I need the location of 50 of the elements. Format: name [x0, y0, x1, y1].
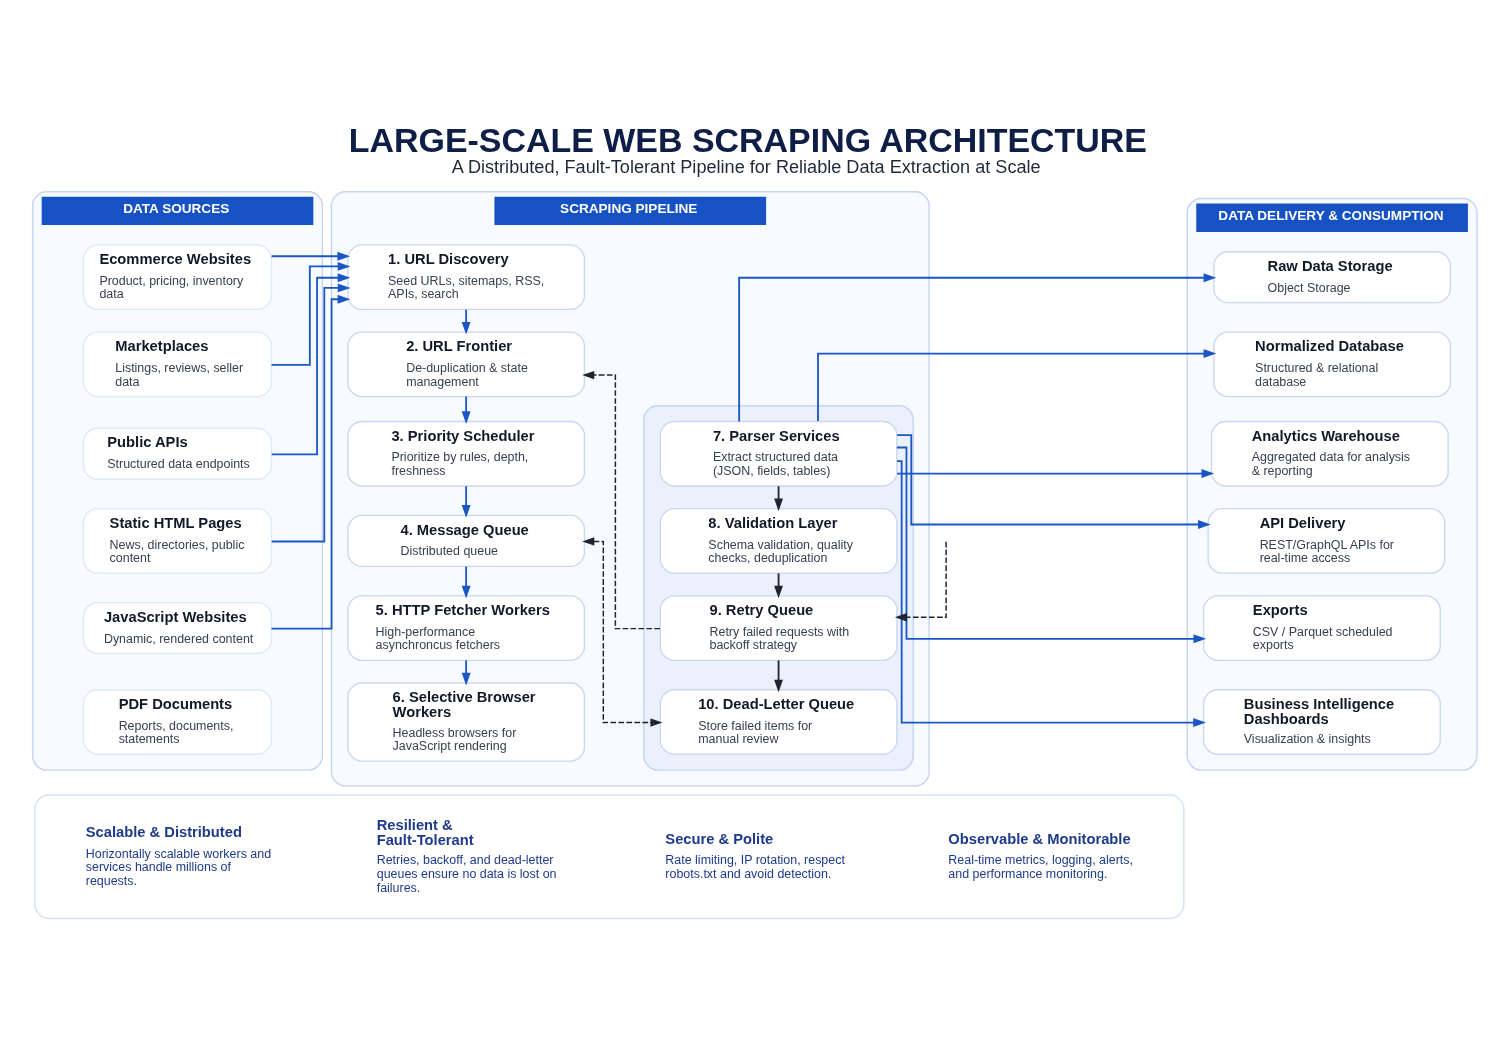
- arrow: [270, 294, 351, 630]
- node-box: 9. Retry Queue Retry failed requests with backoff strategy: [659, 595, 898, 661]
- arrow: [270, 251, 351, 261]
- arrow: [461, 395, 471, 424]
- node-box: Ecommerce Websites Product, pricing, inventory data: [82, 244, 273, 311]
- arrow: [896, 434, 1211, 529]
- node-box: 7. Parser Services Extract structured data (JSON, fields, tables): [659, 420, 898, 487]
- node-text: Resilient & Fault-Tolerant Retries, backoff, and dead-letter queues ensure no data is lost on failures.: [376, 817, 557, 895]
- node-box: Marketplaces Listings, reviews, seller data: [82, 331, 273, 398]
- arrow: [270, 283, 351, 543]
- node-text: Observable & Monitorable Real-time metrics, logging, alerts, and performance monitoring.: [948, 830, 1133, 882]
- node-box: Analytics Warehouse Aggregated data for analysis & reporting: [1210, 420, 1449, 487]
- arrow: [896, 469, 1215, 478]
- caption: A Distributed, Fault-Tolerant Pipeline for Reliable Data Extraction at Scale: [451, 157, 1041, 178]
- arrow: [461, 659, 471, 686]
- node-box: Normalized Database Structured & relational database: [1213, 331, 1452, 398]
- arrow: [582, 370, 661, 630]
- node-box: 6. Selective Browser Workers Headless browsers for JavaScript rendering: [347, 682, 586, 762]
- arrow: [461, 308, 471, 335]
- node-text: Secure & Polite Rate limiting, IP rotation, respect robots.txt and avoid detection.: [665, 830, 845, 882]
- node-box: 3. Priority Scheduler Prioritize by rules, depth, freshness: [347, 420, 586, 487]
- node-box: 5. HTTP Fetcher Workers High-performance asynchroncus fetchers: [347, 595, 586, 661]
- node-box: 10. Dead-Letter Queue Store failed items for manual review: [659, 689, 898, 755]
- arrow: [738, 273, 1217, 423]
- arrow: [817, 349, 1217, 422]
- arrow: [270, 261, 351, 366]
- node-box: PDF Documents Reports, documents, statements: [82, 689, 273, 755]
- arrow: [896, 460, 1206, 728]
- node-box: Static HTML Pages News, directories, public content: [82, 507, 273, 574]
- node-box: 2. URL Frontier De-duplication & state management: [347, 331, 586, 398]
- node-box: Public APIs Structured data endpoints: [82, 427, 273, 480]
- diagram-title: LARGE-SCALE WEB SCRAPING ARCHITECTURE: [348, 121, 1147, 160]
- node-box: JavaScript Websites Dynamic, rendered content: [82, 601, 273, 655]
- arrow: [774, 659, 783, 693]
- node-box: Exports CSV / Parquet scheduled exports: [1202, 595, 1441, 661]
- arrow: [895, 446, 1207, 644]
- cluster: [34, 794, 1185, 920]
- arrow: [461, 485, 471, 518]
- cluster: [643, 404, 914, 771]
- node-text: Scalable & Distributed Horizontally scalable workers and services handle millions of requests.: [85, 823, 272, 888]
- node-box: 1. URL Discovery Seed URLs, sitemaps, RSS, APIs, search: [347, 244, 586, 311]
- node-box: Business Intelligence Dashboards Visualization & insights: [1202, 689, 1441, 755]
- arrow: [894, 541, 947, 622]
- arrow: [582, 537, 663, 727]
- node-box: 4. Message Queue Distributed queue: [347, 514, 586, 568]
- node-box: API Delivery REST/GraphQL APIs for real-time access: [1207, 507, 1446, 574]
- node-box: Raw Data Storage Object Storage: [1213, 251, 1452, 304]
- arrow: [270, 273, 351, 456]
- node-box: 8. Validation Layer Schema validation, quality checks, deduplication: [659, 507, 898, 574]
- arrow: [461, 565, 471, 599]
